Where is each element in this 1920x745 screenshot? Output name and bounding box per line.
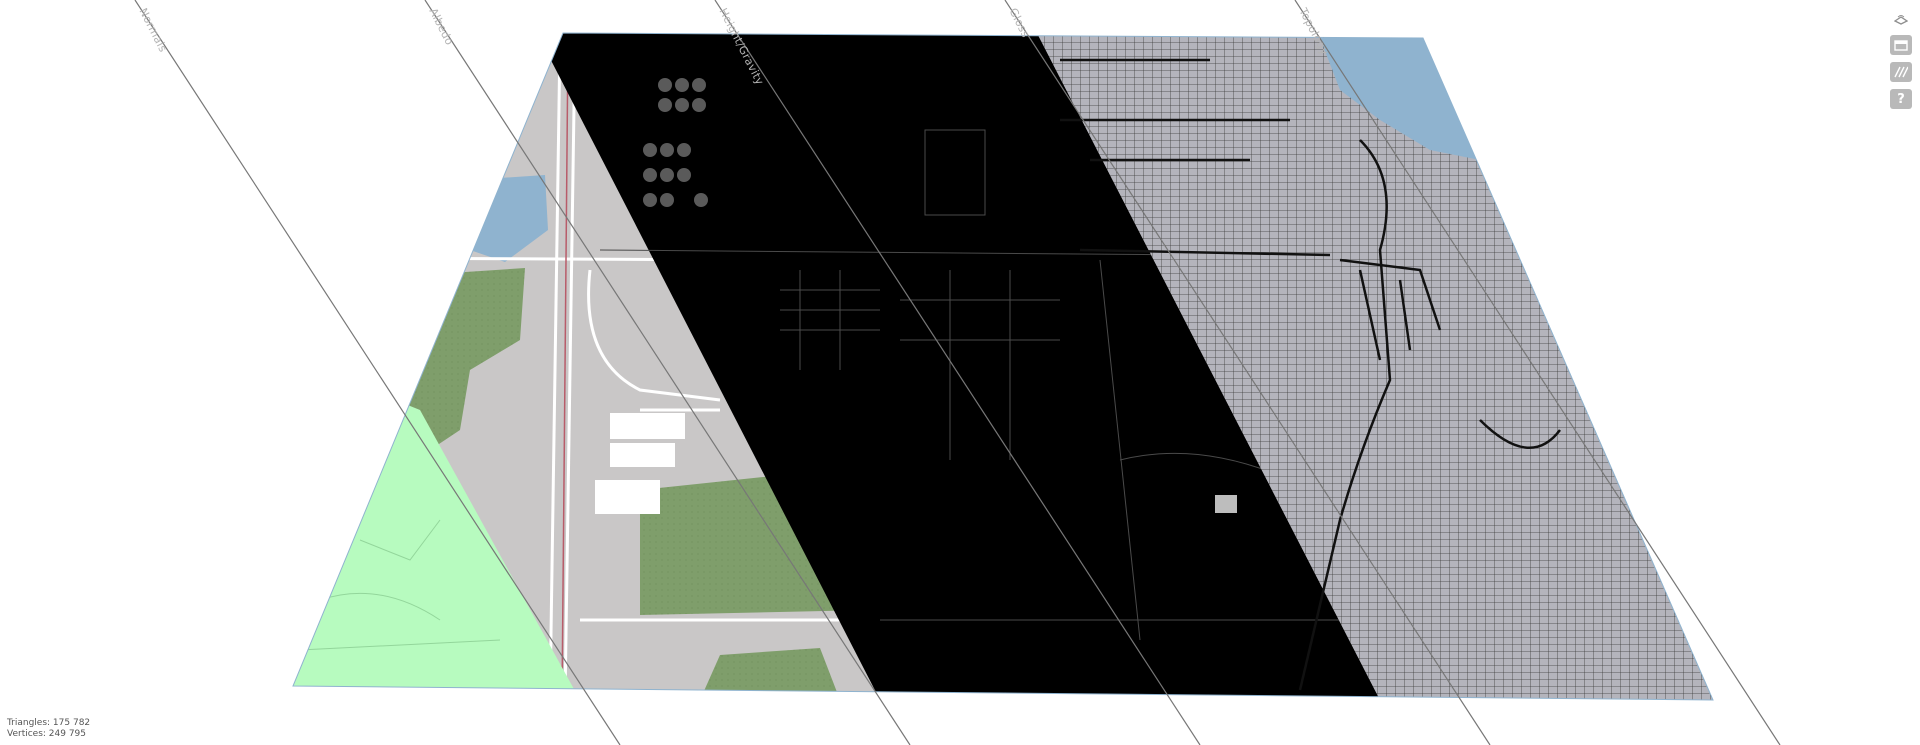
mode-dividers xyxy=(134,0,1781,745)
divider-albedo xyxy=(424,0,911,745)
divider-topology xyxy=(1294,0,1781,745)
help-icon[interactable]: ? xyxy=(1890,89,1912,109)
building-2 xyxy=(610,443,675,467)
topology-band xyxy=(1020,33,1713,700)
highway-red xyxy=(561,39,569,700)
vertex-count: Vertices: 249 795 xyxy=(7,729,87,739)
divider-gloss xyxy=(1004,0,1491,745)
building-3 xyxy=(595,480,660,514)
triangle-count: Triangles: 175 782 xyxy=(7,718,91,728)
topology-streets xyxy=(1060,58,1561,691)
light-blocks xyxy=(1215,495,1237,513)
water-area-east xyxy=(1320,38,1480,160)
normals-lines xyxy=(299,519,501,651)
hatch-pattern-icon[interactable] xyxy=(1890,62,1912,82)
divider-normals xyxy=(134,0,621,745)
tank-cluster xyxy=(643,78,708,207)
building-1 xyxy=(610,413,685,439)
plane-edge xyxy=(292,32,1714,701)
right-toolbar: ? xyxy=(1888,12,1914,116)
park-area-south2 xyxy=(700,648,840,700)
normals-band xyxy=(293,240,580,700)
render-stats: Triangles: 175 782 Vertices: 249 795 xyxy=(7,718,90,740)
layers-dropdown-icon[interactable] xyxy=(1890,12,1912,28)
divider-height xyxy=(714,0,1201,745)
window-icon[interactable] xyxy=(1890,35,1912,55)
